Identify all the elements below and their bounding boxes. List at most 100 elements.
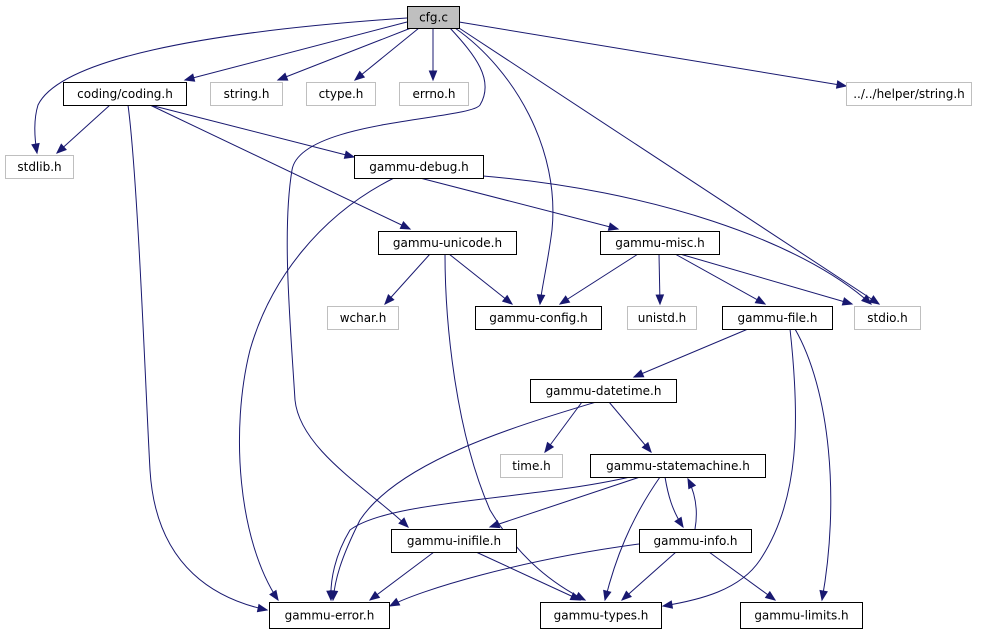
edge-line [34, 17, 408, 154]
edge-line [674, 253, 766, 305]
node-box [530, 379, 677, 403]
edge-line [475, 551, 581, 601]
edge-arrowhead [764, 590, 777, 601]
edge-line [448, 253, 513, 305]
edge-arrowhead [488, 519, 501, 529]
node-box [306, 82, 376, 106]
edge-arrowhead [501, 294, 514, 305]
node-file[interactable]: gammu-file.h [722, 306, 833, 330]
node-label: gammu-misc.h [615, 236, 705, 250]
edge-statemachine-to-error [326, 476, 631, 602]
edge-arrowhead [384, 294, 395, 306]
node-info[interactable]: gammu-info.h [639, 529, 752, 553]
edge-statemachine-to-inifile [488, 476, 641, 529]
edge-coding-to-stdlib [56, 104, 111, 154]
edge-line [332, 401, 597, 601]
edge-debug-to-error [238, 177, 395, 602]
node-box [600, 231, 720, 255]
edge-cfg-to-stdlib [31, 17, 408, 155]
edge-misc-to-file [674, 253, 767, 305]
edge-line [608, 401, 652, 453]
edge-cfg-to-ctype [353, 27, 420, 81]
edge-arrowhead [661, 600, 674, 609]
node-stdlib: stdlib.h [5, 155, 74, 179]
edge-line [369, 551, 435, 601]
node-label: wchar.h [340, 311, 387, 325]
node-box [354, 155, 484, 179]
edge-file-to-datetime [632, 328, 749, 378]
edge-arrowhead [326, 590, 335, 602]
edge-arrowhead [269, 589, 279, 602]
node-coding[interactable]: coding/coding.h [63, 82, 187, 106]
edge-arrowhead [558, 295, 571, 305]
edge-arrowhead [655, 294, 665, 306]
edge-coding-to-unicode [149, 104, 412, 230]
edge-arrowhead [388, 597, 401, 607]
edge-arrowhead [353, 70, 366, 81]
edge-arrowhead [256, 603, 269, 613]
edge-arrowhead [607, 222, 620, 231]
edge-line [444, 253, 586, 601]
edge-arrowhead [343, 150, 356, 159]
edge-arrowhead [398, 517, 409, 528]
edge-arrowhead [641, 441, 652, 454]
edge-line [482, 175, 872, 305]
edge-inifile-to-types [475, 551, 582, 601]
node-label: time.h [512, 459, 551, 473]
node-types[interactable]: gammu-types.h [540, 602, 662, 629]
edge-line [633, 328, 749, 378]
edge-line [184, 21, 408, 81]
node-stdio: stdio.h [854, 306, 921, 330]
node-cfg[interactable]: cfg.c [407, 6, 460, 29]
node-statemachine[interactable]: gammu-statemachine.h [590, 454, 766, 478]
node-box [407, 6, 460, 29]
edge-arrowhead [399, 220, 412, 230]
edge-cfg-to-helperstring [458, 21, 848, 89]
edge-cfg-to-string [276, 27, 412, 81]
node-label: gammu-types.h [554, 609, 649, 623]
node-label: gammu-inifile.h [407, 534, 501, 548]
node-unicode[interactable]: gammu-unicode.h [378, 231, 517, 255]
edge-arrowhead [368, 590, 381, 601]
edge-arrowhead [183, 73, 196, 82]
edge-arrowhead [687, 477, 697, 490]
node-box [269, 602, 390, 629]
node-misc[interactable]: gammu-misc.h [600, 231, 720, 255]
edge-datetime-to-time [544, 401, 583, 454]
node-box [722, 306, 833, 330]
edge-line [708, 551, 776, 601]
node-label: unistd.h [638, 311, 687, 325]
node-box [500, 454, 563, 478]
edge-line [544, 401, 583, 453]
node-label: errno.h [413, 87, 456, 101]
node-box [399, 82, 469, 106]
edge-line [794, 328, 832, 601]
node-datetime[interactable]: gammu-datetime.h [530, 379, 677, 403]
edges-layer [31, 17, 881, 613]
node-label: string.h [224, 87, 270, 101]
node-box [378, 231, 517, 255]
node-error[interactable]: gammu-error.h [269, 602, 390, 629]
edge-line [238, 177, 395, 601]
edge-arrowhead [276, 72, 289, 81]
node-label: gammu-error.h [285, 609, 375, 623]
node-helperstring: ../../helper/string.h [846, 82, 972, 106]
node-debug[interactable]: gammu-debug.h [354, 155, 484, 179]
node-limits[interactable]: gammu-limits.h [740, 602, 863, 629]
edge-line [679, 253, 853, 305]
edge-cfg-to-config [454, 27, 554, 306]
node-box [5, 155, 74, 179]
node-box [63, 82, 187, 106]
edge-file-to-types [661, 328, 797, 609]
edge-line [389, 543, 640, 607]
edge-line [149, 104, 355, 158]
edge-coding-to-debug [149, 104, 356, 159]
edge-debug-to-stdio [482, 175, 872, 305]
node-config[interactable]: gammu-config.h [475, 306, 602, 330]
edge-statemachine-to-info [664, 476, 684, 529]
node-inifile[interactable]: gammu-inifile.h [391, 529, 517, 553]
edge-arrowhead [56, 143, 67, 154]
edge-line [127, 104, 268, 611]
